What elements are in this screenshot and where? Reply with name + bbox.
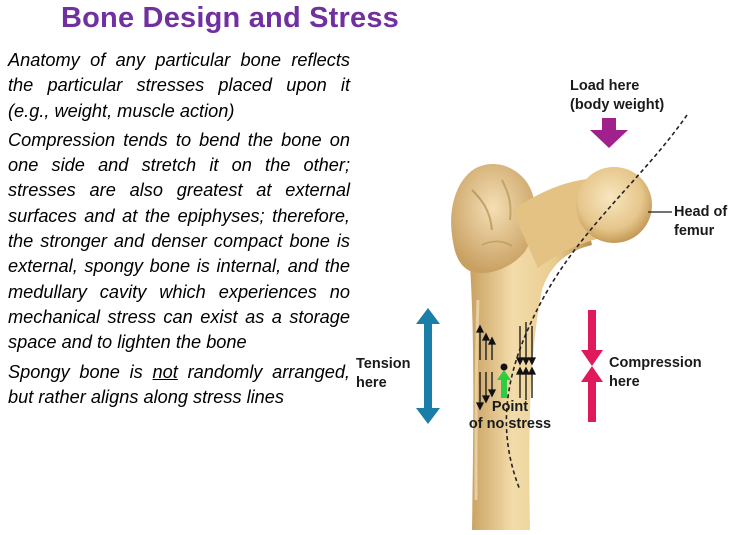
- no-stress-point-icon: [500, 363, 508, 371]
- load-arrow-icon: [590, 118, 628, 148]
- no-stress-label: Point of no stress: [468, 399, 552, 432]
- tension-arrow-icon: [416, 308, 440, 424]
- paragraph-compression: Compression tends to bend the bone on on…: [8, 129, 350, 353]
- stress-line-dashed: [505, 114, 688, 491]
- femur-illustration: [416, 114, 688, 530]
- paragraph-anatomy: Anatomy of any particular bone reflects …: [8, 50, 350, 121]
- stress-arrows-left: [475, 324, 497, 411]
- paragraph-spongy-start: Spongy bone is: [8, 361, 153, 382]
- head-of-femur-label: Head of femur: [674, 204, 728, 239]
- emphasis-not: not: [152, 361, 178, 382]
- no-stress-arrow-icon: [497, 370, 511, 398]
- paragraph-spongy-end: randomly arranged, but rather aligns alo…: [8, 361, 350, 407]
- text-column: Anatomy of any particular bone reflects …: [8, 48, 350, 414]
- tension-label: Tension here: [356, 356, 411, 391]
- load-label: Load here (body weight): [570, 78, 665, 113]
- femur-head: [576, 167, 652, 243]
- paragraph-spongy-bone: Spongy bone is not randomly arranged, bu…: [8, 360, 350, 411]
- stress-arrows-right: [515, 322, 537, 400]
- compression-label: Compression here: [609, 355, 702, 390]
- compression-arrow-icon: [581, 310, 603, 422]
- femur-figure: Load here (body weight) Head of femur Te…: [352, 60, 737, 530]
- slide-title: Bone Design and Stress: [61, 2, 399, 34]
